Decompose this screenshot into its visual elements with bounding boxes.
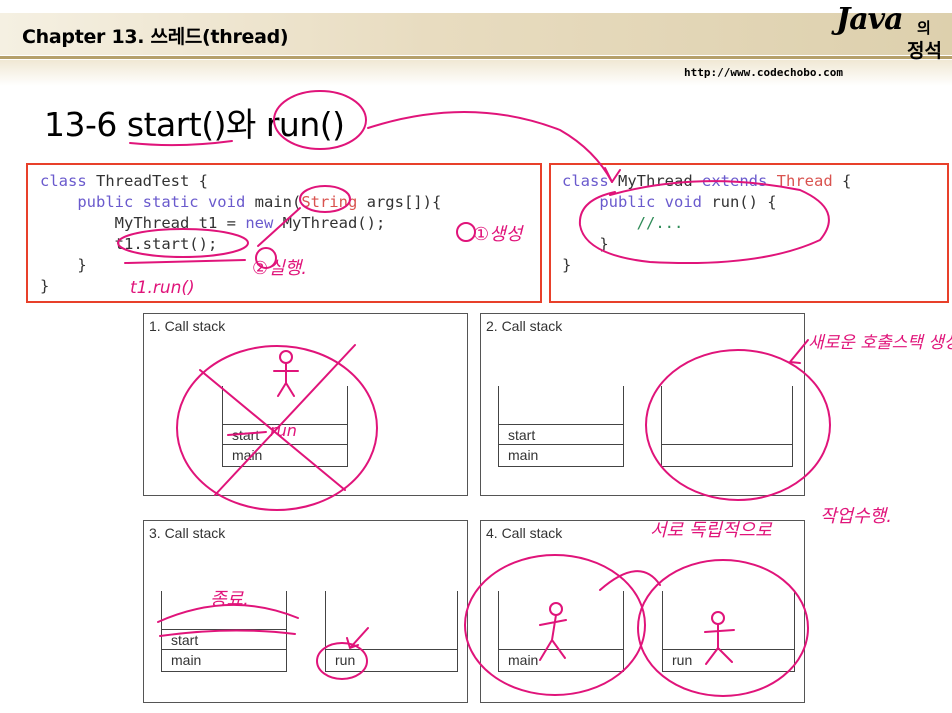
stack-frame: start main bbox=[222, 386, 348, 467]
header-band bbox=[0, 13, 952, 55]
code-line: } bbox=[40, 256, 87, 274]
code-box-mythread: class MyThread extends Thread { public v… bbox=[549, 163, 949, 303]
slide-title: 13-6 start()와 run() bbox=[44, 105, 345, 144]
code-line: MyThread t1 = new MyThread(); bbox=[40, 214, 386, 232]
code-line: } bbox=[40, 277, 50, 295]
call-stack-title: 3. Call stack bbox=[149, 525, 226, 541]
stack-cell-run: run bbox=[663, 649, 794, 669]
code-box-threadtest: class ThreadTest { public static void ma… bbox=[26, 163, 542, 303]
code-line: } bbox=[562, 235, 609, 253]
code-line: t1.start(); bbox=[40, 235, 218, 253]
header-fade bbox=[0, 60, 952, 86]
code-line: //... bbox=[636, 214, 684, 232]
website-url: http://www.codechobo.com bbox=[684, 66, 843, 79]
code-line: public static void main(String args[]){ bbox=[77, 193, 442, 211]
code-threadtest: class ThreadTest { public static void ma… bbox=[40, 171, 441, 297]
code-line: } bbox=[562, 256, 572, 274]
stack-frame-new: run bbox=[325, 591, 458, 672]
stack-cell-main: main bbox=[223, 444, 347, 464]
code-line: public void run() { bbox=[599, 193, 777, 211]
book-logo-ui: 의 bbox=[917, 19, 931, 37]
call-stack-panel: 3. Call stack start main run bbox=[143, 520, 468, 703]
stack-cell-main: main bbox=[499, 444, 623, 464]
code-line: class MyThread extends Thread { bbox=[562, 172, 852, 190]
stack-cell-start: start bbox=[499, 424, 623, 444]
book-logo-java: Java bbox=[836, 2, 904, 37]
note-work: 작업수행. bbox=[820, 506, 892, 527]
stack-frame: main bbox=[498, 591, 624, 672]
call-stack-panel: 2. Call stack start main bbox=[480, 313, 805, 496]
call-stack-panel: 4. Call stack main run bbox=[480, 520, 805, 703]
stack-cell-start: start bbox=[223, 424, 347, 444]
note-new-stack: 새로운 호출스택 생성 bbox=[808, 333, 952, 353]
call-stack-title: 2. Call stack bbox=[486, 318, 563, 334]
stack-cell-start: start bbox=[162, 629, 286, 649]
stack-frame-new bbox=[661, 386, 793, 467]
stack-frame: start main bbox=[161, 591, 287, 672]
call-stack-title: 1. Call stack bbox=[149, 318, 226, 334]
stack-cell-empty bbox=[662, 444, 792, 464]
stack-frame: start main bbox=[498, 386, 624, 467]
call-stack-title: 4. Call stack bbox=[486, 525, 563, 541]
call-stack-panel: 1. Call stack start main bbox=[143, 313, 468, 496]
stack-cell-main: main bbox=[162, 649, 286, 669]
stack-frame-new: run bbox=[662, 591, 795, 672]
stack-cell-run: run bbox=[326, 649, 457, 669]
code-line: class ThreadTest { bbox=[40, 172, 208, 190]
slide-header: Chapter 13. 쓰레드(thread) Java 의 정석 http:/… bbox=[0, 0, 952, 86]
stack-cell-main: main bbox=[499, 649, 623, 669]
code-mythread: class MyThread extends Thread { public v… bbox=[562, 171, 851, 276]
chapter-title: Chapter 13. 쓰레드(thread) bbox=[22, 26, 289, 48]
header-rule bbox=[0, 56, 952, 59]
book-logo-title: 정석 bbox=[907, 40, 942, 62]
